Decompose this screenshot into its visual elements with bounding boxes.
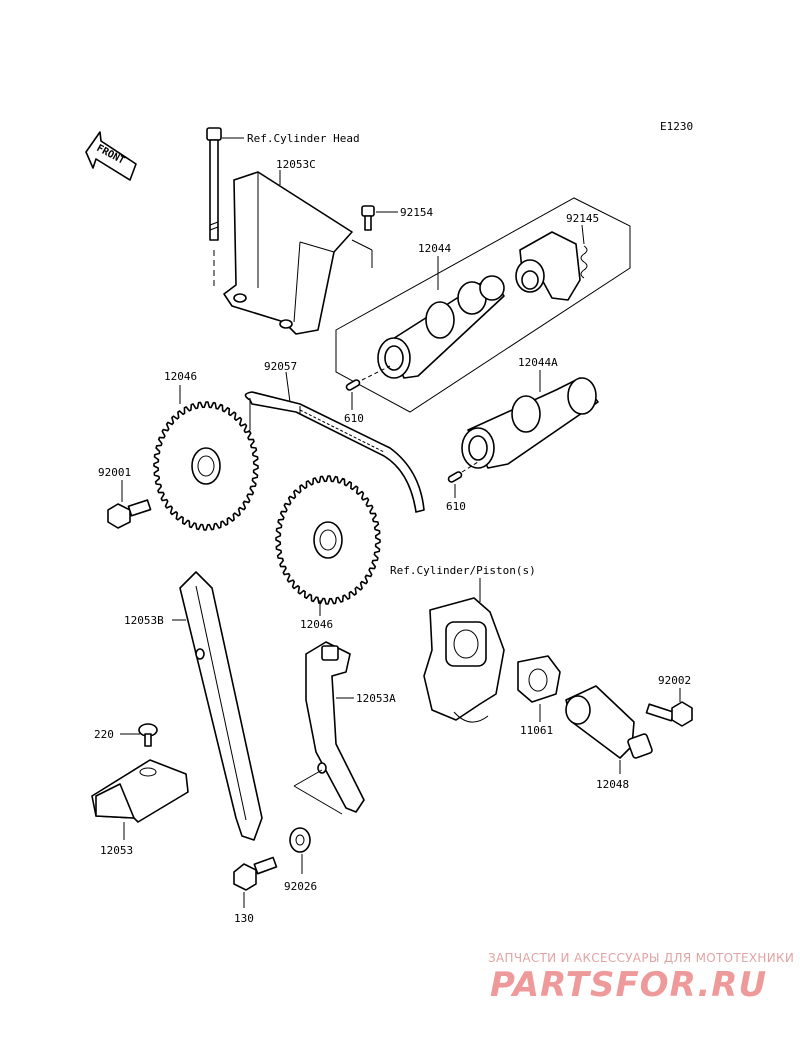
part-12053-label: 12053: [100, 844, 133, 857]
part-12053B-label: 12053B: [124, 614, 164, 627]
part-92001-label: 92001: [98, 466, 131, 479]
chain-tensioner-part: [565, 685, 653, 759]
part-610-top-label: 610: [344, 412, 364, 425]
part-92154-label: 92154: [400, 206, 433, 219]
part-12053C-label: 12053C: [276, 158, 316, 171]
cam-sprocket-bottom-part: [275, 475, 381, 605]
cam-sprocket-top-part: [153, 401, 259, 531]
part-92145-label: 92145: [566, 212, 599, 225]
cylinder-housing-part: [423, 597, 505, 723]
part-92002-label: 92002: [658, 674, 691, 687]
part-12053A-label: 12053A: [356, 692, 396, 705]
part-12048-label: 12048: [596, 778, 629, 791]
diagram-code: E1230: [660, 120, 693, 133]
ref-cylinder-head-label: Ref.Cylinder Head: [247, 132, 360, 145]
chain-guide-bracket-part: [223, 171, 373, 335]
part-12046-bottom-label: 12046: [300, 618, 333, 631]
part-12044A-label: 12044A: [518, 356, 558, 369]
part-92026-label: 92026: [284, 880, 317, 893]
chain-guide-12053A-part: [293, 641, 365, 815]
bolt-130-part: [233, 856, 278, 891]
guide-12053-part: [91, 759, 189, 823]
watermark-tagline: ЗАПЧАСТИ И АКСЕССУАРЫ ДЛЯ МОТОТЕХНИКИ: [488, 951, 794, 965]
camshaft-12044A-part: [461, 377, 599, 469]
chain-guide-12053B-part: [179, 571, 263, 841]
sprocket-bolt-92001-part: [107, 499, 152, 529]
bolt-92154-part: [361, 205, 375, 231]
part-92057-label: 92057: [264, 360, 297, 373]
long-bolt-part: [206, 127, 222, 290]
washer-92026-part: [289, 827, 311, 853]
gasket-11061-part: [517, 655, 561, 703]
part-130-label: 130: [234, 912, 254, 925]
camshaft-12044-part: [377, 275, 505, 379]
screw-220-part: [138, 723, 158, 747]
tensioner-bolt-92002-part: [645, 701, 693, 727]
camshaft-group-outline: [335, 197, 631, 413]
part-11061-label: 11061: [520, 724, 553, 737]
dowel-pin-610-top-part: [345, 365, 391, 391]
front-arrow-icon: FRONT: [85, 131, 137, 181]
dowel-pin-610-bottom-part: [447, 461, 479, 483]
part-12046-top-label: 12046: [164, 370, 197, 383]
part-610-bottom-label: 610: [446, 500, 466, 513]
decompressor-assembly-part: [515, 231, 588, 301]
part-220-label: 220: [94, 728, 114, 741]
watermark-logo: PARTSFOR.RU: [490, 965, 767, 1005]
ref-cylinder-piston-label: Ref.Cylinder/Piston(s): [390, 564, 536, 577]
part-12044-label: 12044: [418, 242, 451, 255]
